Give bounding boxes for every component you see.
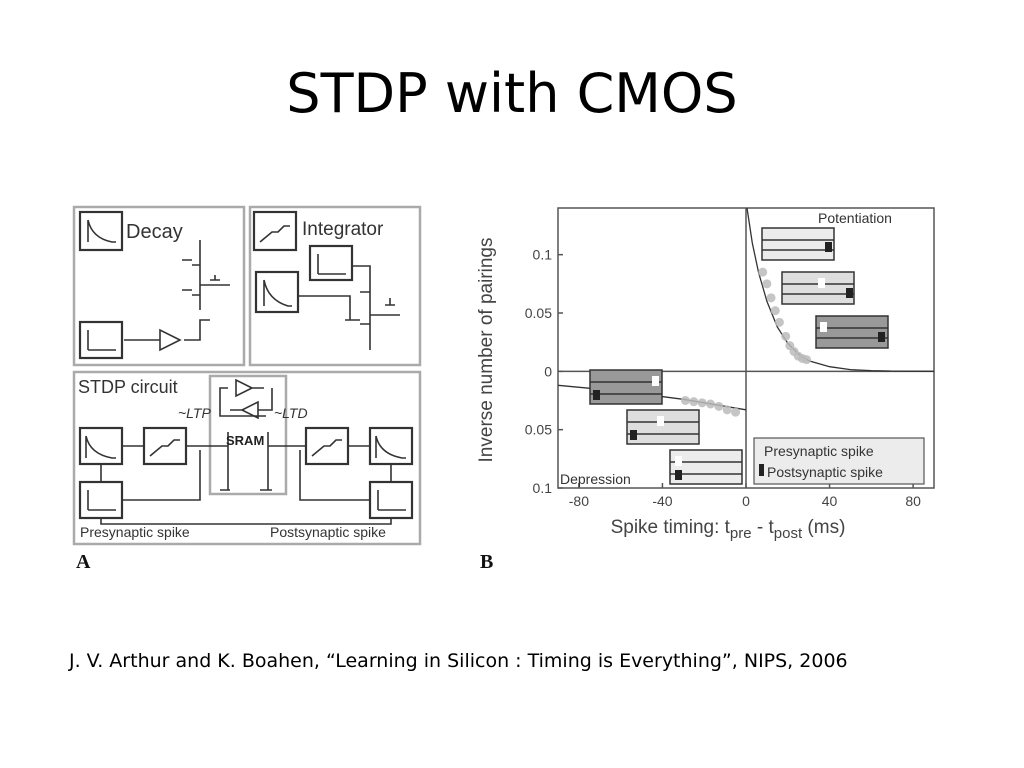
inset-potentiation-1 — [761, 227, 835, 261]
citation: J. V. Arthur and K. Boahen, “Learning in… — [69, 650, 848, 672]
data-point — [705, 399, 715, 409]
sram-label: SRAM — [226, 433, 264, 448]
data-point — [758, 267, 768, 277]
legend-post-marker — [759, 464, 764, 476]
data-point — [722, 405, 732, 415]
y-tick-label: 0.05 — [525, 305, 552, 321]
x-axis-title: Spike timing: tpre - tpost (ms) — [611, 517, 846, 542]
data-point — [762, 279, 772, 289]
figure-a-circuit: Decay Integrator STDP circuit ~LTP ~LTD … — [72, 205, 422, 546]
data-point — [714, 401, 724, 411]
integrator-panel — [248, 205, 422, 367]
ltp-label: ~LTP — [178, 405, 211, 421]
data-point — [774, 317, 784, 327]
ltd-label: ~LTD — [274, 405, 308, 421]
inset-potentiation-2 — [781, 271, 855, 305]
stdp-circuit-label: STDP circuit — [78, 377, 178, 397]
data-point — [766, 293, 776, 303]
legend-presynaptic: Presynaptic spike — [764, 443, 874, 459]
y-axis-title: Inverse number of pairings — [476, 238, 497, 463]
depression-label: Depression — [560, 471, 631, 487]
inset-depression-1 — [589, 369, 663, 405]
decay-panel — [72, 205, 246, 367]
inset-depression-3 — [669, 449, 743, 485]
x-tick-label: 40 — [822, 493, 838, 509]
legend-postsynaptic: Postsynaptic spike — [767, 464, 883, 480]
x-tick-label: 0 — [742, 493, 750, 509]
slide-title: STDP with CMOS — [286, 62, 738, 125]
postsynaptic-label: Postsynaptic spike — [270, 524, 386, 540]
inset-depression-2 — [626, 409, 700, 445]
y-tick-label: 0.1 — [533, 480, 553, 496]
data-point — [697, 398, 707, 408]
step-icon-box-2 — [308, 244, 354, 282]
potentiation-label: Potentiation — [818, 210, 892, 226]
y-tick-label: 0 — [544, 363, 552, 379]
x-tick-label: -80 — [569, 493, 589, 509]
x-tick-label: 80 — [905, 493, 921, 509]
stdp-panel — [72, 370, 422, 546]
panel-letter-b: B — [480, 551, 494, 573]
post-spike-box — [368, 480, 414, 520]
data-point — [680, 396, 690, 405]
y-tick-label: 0.1 — [533, 247, 553, 263]
presynaptic-label: Presynaptic spike — [80, 524, 190, 540]
decay-label: Decay — [126, 221, 183, 243]
decay-icon-box-2 — [254, 270, 300, 314]
data-point — [802, 355, 812, 365]
inset-potentiation-3 — [815, 315, 889, 349]
data-point — [689, 397, 699, 407]
data-point — [781, 331, 791, 341]
data-point — [770, 306, 780, 316]
y-tick-label: 0.05 — [525, 422, 552, 438]
x-tick-label: -40 — [652, 493, 672, 509]
integrator-label: Integrator — [302, 219, 384, 240]
pre-spike-box — [78, 480, 124, 520]
sram-box — [208, 374, 288, 496]
panel-letter-a: A — [76, 551, 91, 573]
data-point — [731, 407, 741, 417]
decay-icon-box — [78, 210, 124, 252]
chart-legend: Presynaptic spike Postsynaptic spike — [753, 437, 925, 485]
step-icon-box — [78, 320, 124, 360]
ramp-icon-box — [252, 210, 298, 252]
